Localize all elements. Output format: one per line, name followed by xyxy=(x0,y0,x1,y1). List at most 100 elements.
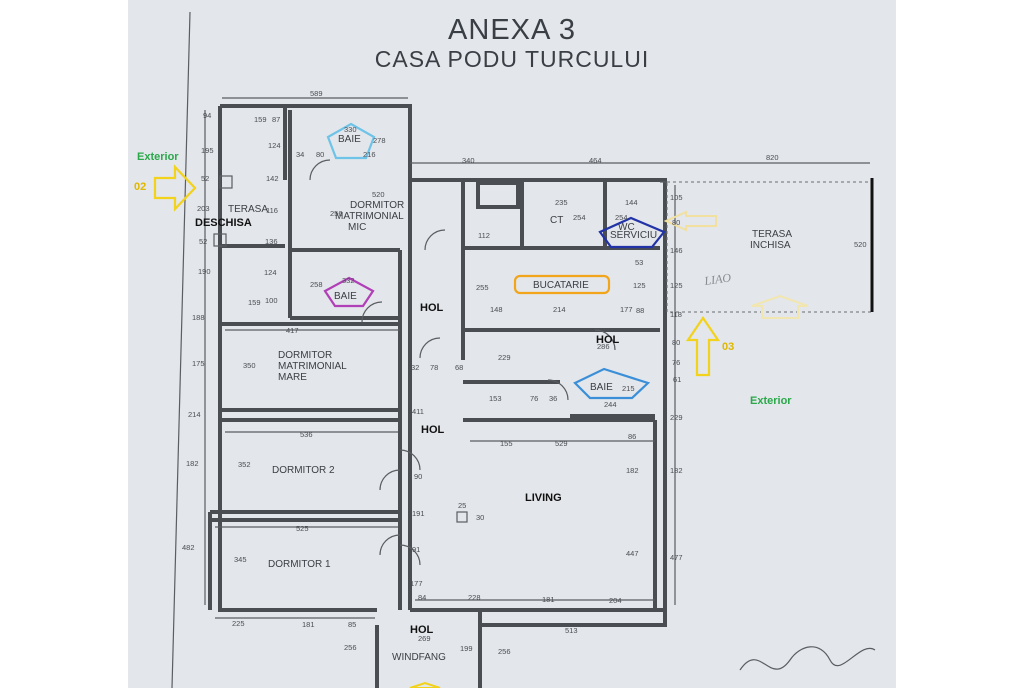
svg-text:477: 477 xyxy=(670,553,683,562)
svg-text:68: 68 xyxy=(455,363,463,372)
svg-text:86: 86 xyxy=(628,432,636,441)
hol-label-4: HOL xyxy=(410,624,434,636)
plan-sheet: ANEXA 3 CASA PODU TURCULUI xyxy=(128,0,896,688)
page-subtitle: CASA PODU TURCULUI xyxy=(374,46,650,72)
svg-text:216: 216 xyxy=(363,150,376,159)
svg-text:52: 52 xyxy=(201,174,209,183)
room-dormitor-2: DORMITOR 2 xyxy=(272,465,335,476)
page-title: ANEXA 3 xyxy=(448,14,576,46)
svg-text:181: 181 xyxy=(542,595,555,604)
arrow-wc xyxy=(663,210,717,232)
svg-text:244: 244 xyxy=(604,400,617,409)
svg-text:112: 112 xyxy=(478,231,490,240)
door-6 xyxy=(379,534,401,556)
svg-text:820: 820 xyxy=(766,153,779,162)
svg-text:61: 61 xyxy=(673,375,681,384)
svg-text:520: 520 xyxy=(372,190,385,199)
svg-text:88: 88 xyxy=(636,306,644,315)
door-2 xyxy=(424,229,446,251)
svg-text:116: 116 xyxy=(266,206,278,215)
door-5 xyxy=(379,469,401,491)
svg-text:182: 182 xyxy=(670,466,683,475)
room-ct: CT xyxy=(550,215,563,226)
pentagon-baie-mid xyxy=(323,276,375,308)
svg-text:447: 447 xyxy=(626,549,639,558)
room-terasa-inchisa-2: INCHISA xyxy=(750,240,791,251)
svg-text:254: 254 xyxy=(573,213,586,222)
svg-text:148: 148 xyxy=(490,305,503,314)
svg-text:30: 30 xyxy=(476,513,484,522)
door-8 xyxy=(399,544,421,566)
svg-text:25: 25 xyxy=(458,501,466,510)
svg-text:146: 146 xyxy=(670,246,683,255)
svg-text:330: 330 xyxy=(344,125,357,134)
exterior-right-label: Exterior xyxy=(750,395,792,407)
svg-text:214: 214 xyxy=(188,410,201,419)
room-dorm-mare-1: DORMITOR xyxy=(278,350,332,361)
svg-text:177: 177 xyxy=(410,579,423,588)
deschisa-label: DESCHISA xyxy=(195,217,252,229)
wall-west xyxy=(218,106,377,612)
svg-text:204: 204 xyxy=(609,596,622,605)
svg-text:142: 142 xyxy=(266,174,279,183)
svg-text:352: 352 xyxy=(238,460,251,469)
outer-walls xyxy=(218,104,667,688)
svg-text:87: 87 xyxy=(272,115,280,124)
room-bucatarie: BUCATARIE xyxy=(533,280,589,291)
room-dorm-mare-2: MATRIMONIAL xyxy=(278,361,347,372)
room-dormitor-1: DORMITOR 1 xyxy=(268,559,331,570)
svg-text:199: 199 xyxy=(460,644,473,653)
svg-text:53: 53 xyxy=(635,258,643,267)
scribble-text: LIAO xyxy=(702,270,732,288)
room-dorm-mare-3: MARE xyxy=(278,372,307,383)
svg-text:94: 94 xyxy=(203,111,211,120)
dimension-texts: 589 94 159 87 330 278 195 124 34 80 216 … xyxy=(182,89,867,656)
room-baie-mid: BAIE xyxy=(334,291,357,302)
entry-arrows xyxy=(153,164,809,688)
svg-text:34: 34 xyxy=(296,150,304,159)
svg-text:124: 124 xyxy=(264,268,277,277)
hol-label-1: HOL xyxy=(420,302,444,314)
room-baie-top: BAIE xyxy=(338,134,361,145)
svg-text:589: 589 xyxy=(310,89,323,98)
svg-text:91: 91 xyxy=(412,545,420,554)
signature-mark xyxy=(739,646,876,671)
entry-02-label: 02 xyxy=(134,181,146,193)
dimension-lines xyxy=(204,97,870,619)
svg-text:417: 417 xyxy=(286,326,299,335)
chimney xyxy=(476,181,520,209)
svg-text:214: 214 xyxy=(553,305,566,314)
living-label: LIVING xyxy=(525,492,562,504)
column-c xyxy=(456,511,468,523)
room-baie-right: BAIE xyxy=(590,382,613,393)
svg-text:278: 278 xyxy=(373,136,386,145)
door-10 xyxy=(547,379,569,401)
svg-text:159: 159 xyxy=(254,115,267,124)
svg-text:529: 529 xyxy=(555,439,568,448)
room-dorm-mic-2: MATRIMONIAL xyxy=(335,211,404,222)
svg-text:153: 153 xyxy=(489,394,502,403)
door-4 xyxy=(419,337,441,359)
bucatarie-highlight xyxy=(513,274,611,295)
arrow-bottom xyxy=(409,681,441,688)
svg-text:195: 195 xyxy=(201,146,214,155)
svg-text:191: 191 xyxy=(412,509,425,518)
room-labels: TERASA BAIE DORMITOR MATRIMONIAL MIC CT … xyxy=(228,134,792,663)
column-b xyxy=(213,233,227,247)
room-wc-1: WC xyxy=(618,222,635,233)
svg-text:182: 182 xyxy=(626,466,639,475)
svg-text:155: 155 xyxy=(500,439,513,448)
svg-text:536: 536 xyxy=(300,430,313,439)
svg-text:124: 124 xyxy=(268,141,281,150)
room-terasa: TERASA xyxy=(228,204,268,215)
svg-text:340: 340 xyxy=(462,156,475,165)
svg-text:513: 513 xyxy=(565,626,578,635)
svg-text:188: 188 xyxy=(192,313,205,322)
svg-text:125: 125 xyxy=(633,281,646,290)
svg-text:85: 85 xyxy=(348,620,356,629)
door-7 xyxy=(399,449,421,471)
svg-text:235: 235 xyxy=(555,198,568,207)
svg-text:80: 80 xyxy=(672,218,680,227)
svg-text:411: 411 xyxy=(412,407,424,416)
